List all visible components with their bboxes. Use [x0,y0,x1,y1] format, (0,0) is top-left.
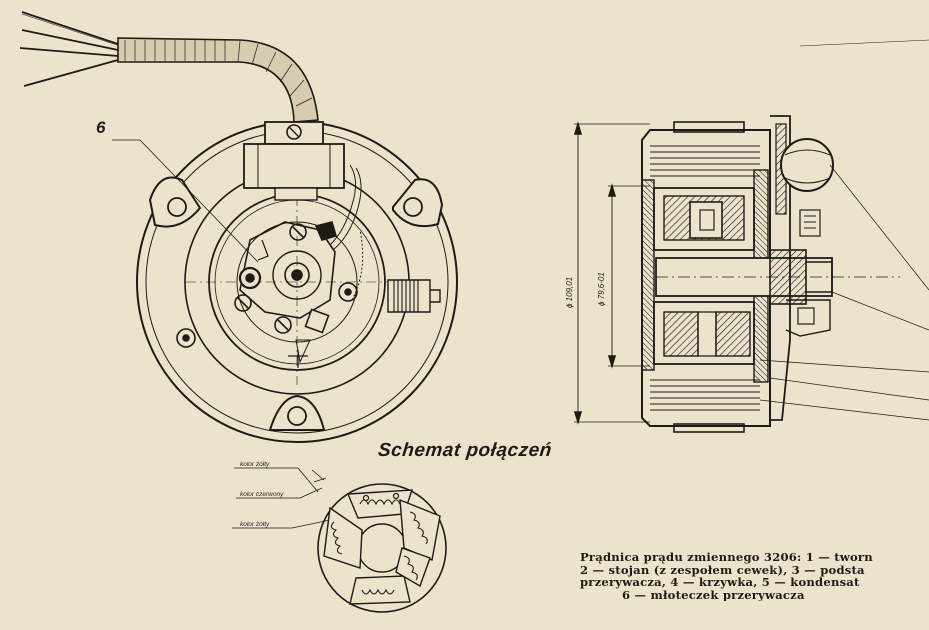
dimension-inner-diameter: ϕ 79,6-01 [597,272,606,306]
condenser-coil [387,279,441,313]
caption-line-2: 2 — stojan (z zespołem cewek), 3 — podst… [580,562,865,577]
cable-clamp [243,121,345,201]
wire-label-red: kolor czerwony [240,491,284,498]
front-view [19,11,458,443]
caption-line-3: przerywacza, 4 — krzywka, 5 — kondensat [580,575,860,589]
breaker-assembly [234,164,364,368]
wire-label-yellow-top: kolor żółty [240,461,270,468]
dimension-outer-diameter: ϕ 109,01 [565,276,574,308]
cable-wires [19,11,121,87]
wiring-schema [232,467,447,613]
wire-label-yellow-bottom: kolor żółty [240,521,270,528]
part-label-6: 6 [96,118,106,137]
mount-ear-right [392,178,444,228]
cable-sleeve [117,37,319,123]
schema-title: Schemat połączeń [376,440,553,461]
section-view [573,39,929,433]
mount-ear-bottom [268,394,326,431]
mount-ear-left [148,176,202,228]
caption-line-4: 6 — młoteczek przerywacza [622,587,805,601]
caption-line-1: Prądnica prądu zmiennego 3206: 1 — tworn [580,551,873,564]
figure-caption: Prądnica prądu zmiennego 3206: 1 — tworn… [580,551,929,601]
